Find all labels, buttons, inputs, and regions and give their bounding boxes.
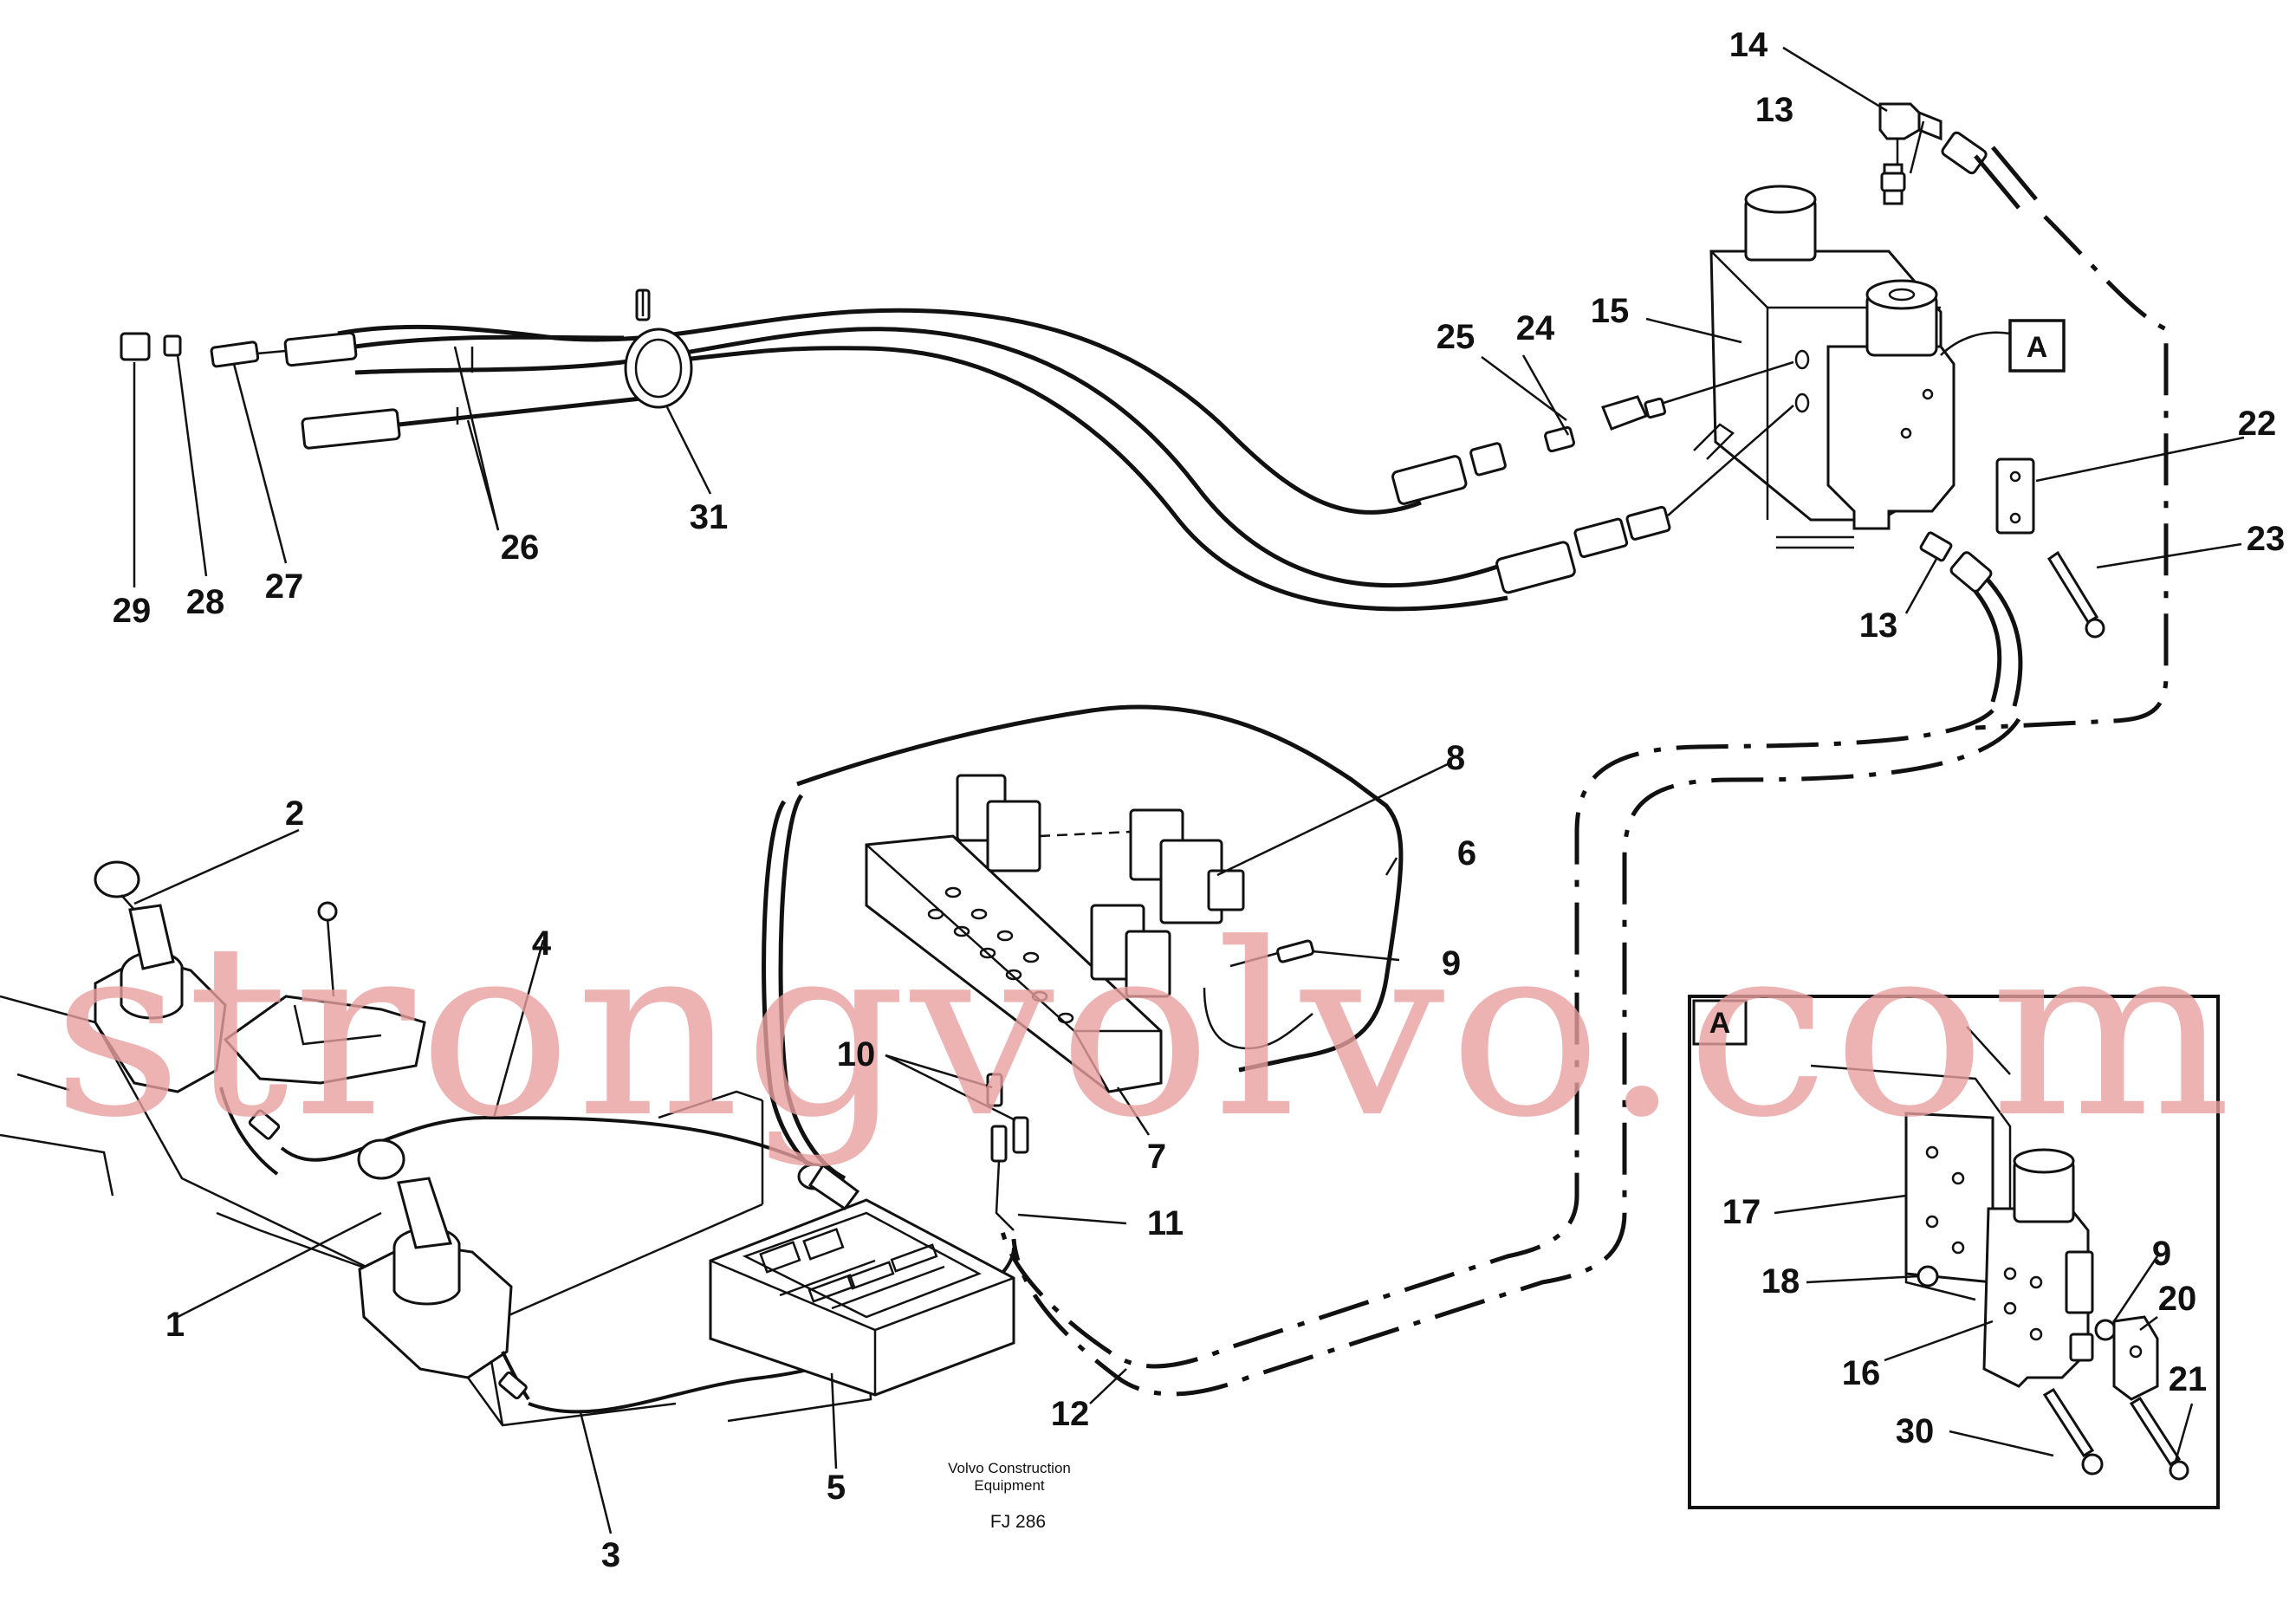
callout-24: 24 bbox=[1516, 309, 1555, 347]
operator-cab-floor bbox=[0, 860, 1015, 1427]
callout-5: 5 bbox=[827, 1469, 846, 1507]
inset-label-a: A bbox=[1709, 1007, 1731, 1040]
relay-base-7 bbox=[865, 834, 1163, 1093]
callout-18: 18 bbox=[1761, 1262, 1800, 1300]
upper-hose-assembly bbox=[120, 289, 1508, 612]
solenoid-valve-assembly bbox=[1391, 102, 2169, 730]
joystick-knob-2 bbox=[94, 860, 140, 898]
elbow-14 bbox=[1878, 102, 1921, 140]
bracket-20 bbox=[2112, 1315, 2159, 1401]
o-ring-9 bbox=[2094, 1319, 2117, 1341]
watermark: strongvolvo.com bbox=[52, 892, 2235, 1170]
callout-15: 15 bbox=[1591, 292, 1630, 330]
callout-9-inset: 9 bbox=[2152, 1235, 2171, 1273]
cap-nut-29 bbox=[120, 332, 151, 361]
seal-25 bbox=[1544, 425, 1575, 453]
callout-12: 12 bbox=[1051, 1395, 1090, 1433]
detail-reference-a: A bbox=[2008, 319, 2066, 373]
fitting-24 bbox=[1600, 395, 1649, 431]
callout-13-top: 13 bbox=[1755, 91, 1794, 129]
pilot-line-12 bbox=[998, 709, 2021, 1397]
callout-28: 28 bbox=[186, 583, 225, 621]
callout-9: 9 bbox=[1442, 944, 1461, 983]
callout-10: 10 bbox=[837, 1035, 876, 1073]
callout-20: 20 bbox=[2158, 1280, 2197, 1318]
callout-31: 31 bbox=[690, 498, 729, 536]
leader-lines bbox=[133, 46, 2245, 1534]
callout-30: 30 bbox=[1896, 1412, 1935, 1450]
nipple-13-top bbox=[1880, 172, 1906, 192]
joystick-knob-1 bbox=[357, 1138, 405, 1180]
valve-block-16 bbox=[1982, 1207, 2090, 1388]
nipple-13-bottom bbox=[1919, 531, 1953, 562]
callout-27: 27 bbox=[265, 568, 304, 606]
callout-21: 21 bbox=[2169, 1360, 2208, 1398]
callout-2: 2 bbox=[285, 795, 304, 833]
callout-25: 25 bbox=[1437, 318, 1476, 356]
hose-fitting-lower bbox=[301, 408, 401, 450]
callout-3: 3 bbox=[601, 1536, 620, 1574]
callout-11: 11 bbox=[1147, 1204, 1184, 1242]
detail-inset-a bbox=[1688, 995, 2220, 1509]
callout-14: 14 bbox=[1729, 26, 1768, 64]
callout-29: 29 bbox=[113, 592, 152, 630]
block-22 bbox=[1995, 457, 2035, 535]
seal-28 bbox=[163, 334, 182, 357]
callout-23: 23 bbox=[2247, 520, 2286, 558]
callout-labels: 1 2 3 4 5 6 7 8 9 10 11 12 13 13 14 15 1… bbox=[113, 26, 2286, 1574]
callout-4: 4 bbox=[532, 924, 552, 963]
figure-id: FJ 286 bbox=[990, 1512, 1046, 1532]
connector-10b bbox=[1012, 1116, 1029, 1154]
callout-8: 8 bbox=[1446, 739, 1465, 777]
callout-13-bottom: 13 bbox=[1859, 606, 1898, 645]
caption-line-1: Volvo Construction bbox=[948, 1460, 1071, 1476]
nipple-27 bbox=[210, 341, 260, 368]
svg-text:A: A bbox=[2027, 331, 2048, 364]
callout-6: 6 bbox=[1457, 834, 1476, 872]
caption-line-2: Equipment bbox=[974, 1477, 1045, 1494]
callout-7: 7 bbox=[1147, 1138, 1166, 1176]
callout-26: 26 bbox=[501, 529, 540, 567]
callout-1: 1 bbox=[165, 1306, 185, 1344]
caption: Volvo Construction Equipment FJ 286 bbox=[948, 1460, 1071, 1532]
callout-22: 22 bbox=[2238, 405, 2277, 443]
connector-9 bbox=[1276, 939, 1314, 963]
callout-16: 16 bbox=[1842, 1354, 1881, 1392]
o-ring-18 bbox=[1917, 1265, 1939, 1287]
hose-fitting-upper bbox=[283, 331, 358, 367]
connector-10a bbox=[986, 1073, 1003, 1107]
callout-17: 17 bbox=[1722, 1193, 1761, 1231]
relay-enclosure bbox=[762, 704, 1404, 1231]
